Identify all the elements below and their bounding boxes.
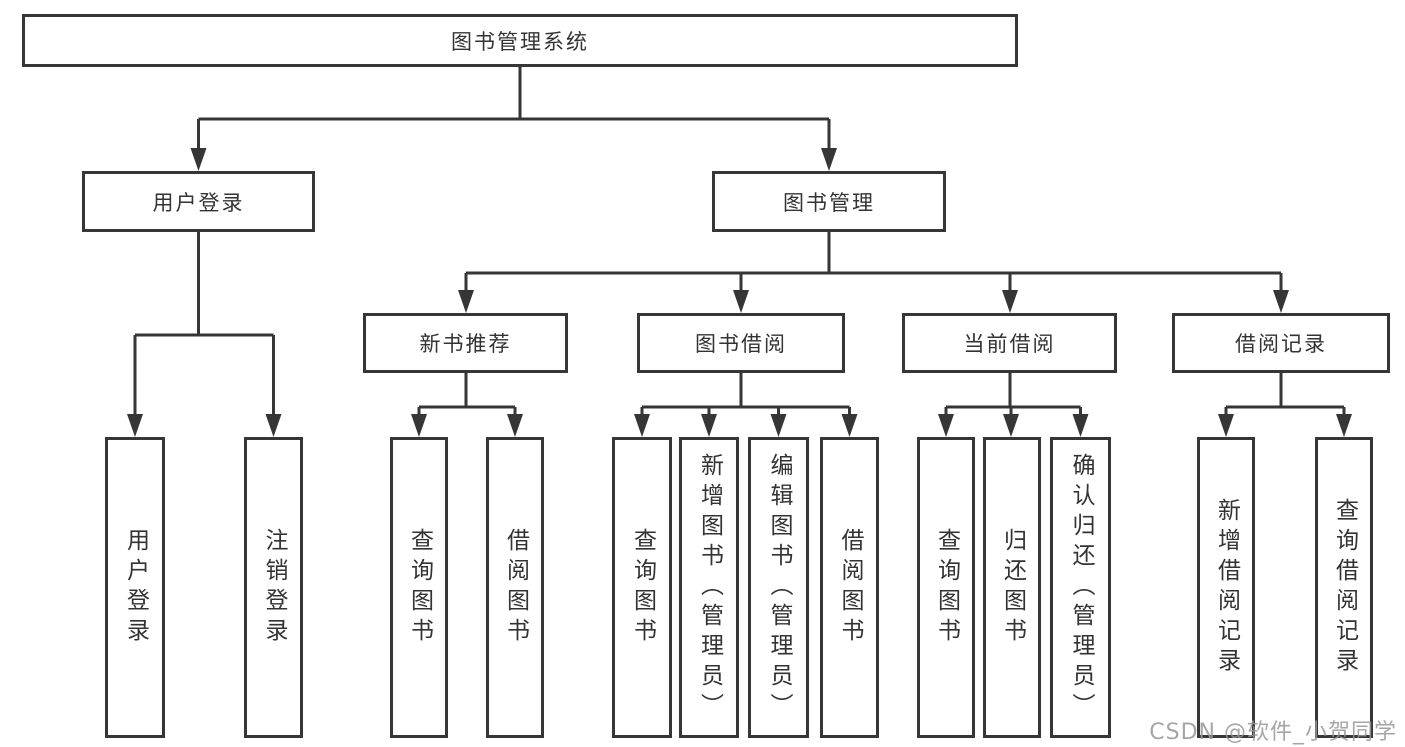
node-user-login-action: 用户登录 — [105, 437, 165, 738]
node-new-book-recommend: 新书推荐 — [363, 313, 568, 373]
node-borrow-books-action: 借阅图书 — [820, 437, 879, 738]
node-book-management: 图书管理 — [712, 171, 946, 232]
node-edit-book-admin: 编辑图书（管理员） — [748, 437, 809, 738]
node-borrowing-records: 借阅记录 — [1172, 313, 1390, 373]
node-user-login: 用户登录 — [82, 171, 315, 232]
node-logout-action: 注销登录 — [244, 437, 303, 738]
node-return-books: 归还图书 — [983, 437, 1041, 738]
node-query-books-borrowing: 查询图书 — [612, 437, 672, 738]
node-add-book-admin: 新增图书（管理员） — [679, 437, 739, 738]
node-add-borrow-record: 新增借阅记录 — [1197, 437, 1255, 738]
node-query-books-recommend: 查询图书 — [390, 437, 448, 738]
node-confirm-return-admin: 确认归还（管理员） — [1050, 437, 1111, 738]
node-query-books-current: 查询图书 — [917, 437, 975, 738]
watermark-text: CSDN @软件_小贺同学 — [1149, 720, 1397, 745]
node-book-borrowing: 图书借阅 — [637, 313, 845, 373]
node-borrow-books-recommend: 借阅图书 — [486, 437, 544, 738]
node-current-borrowing: 当前借阅 — [902, 313, 1117, 373]
node-query-borrow-record: 查询借阅记录 — [1315, 437, 1373, 738]
node-library-system: 图书管理系统 — [22, 14, 1018, 67]
